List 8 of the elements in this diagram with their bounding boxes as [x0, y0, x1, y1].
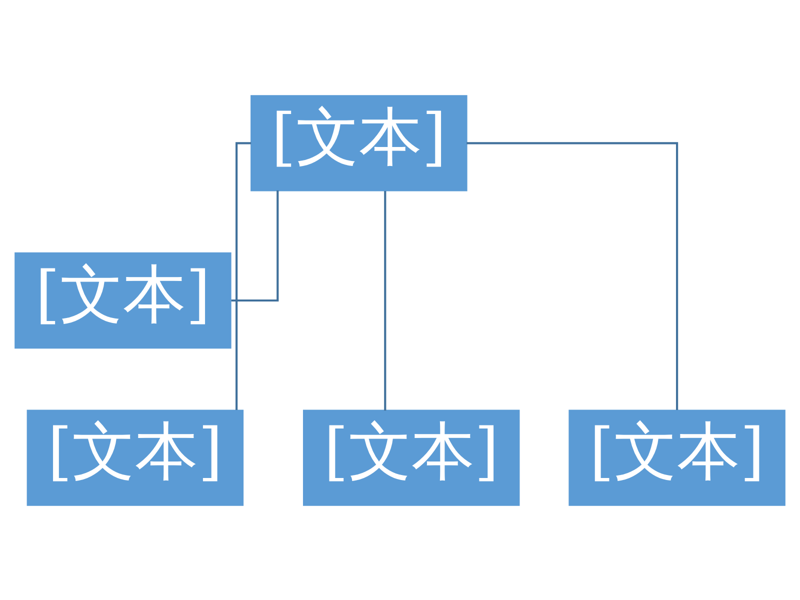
connector: [466, 142, 678, 410]
node-box: [文本]: [250, 94, 468, 191]
node-box: [文本]: [568, 409, 786, 506]
connector: [384, 190, 386, 410]
node-box: [文本]: [303, 409, 520, 506]
connector: [231, 190, 279, 302]
node-box: [文本]: [14, 252, 232, 348]
node-box: [文本]: [26, 409, 244, 506]
